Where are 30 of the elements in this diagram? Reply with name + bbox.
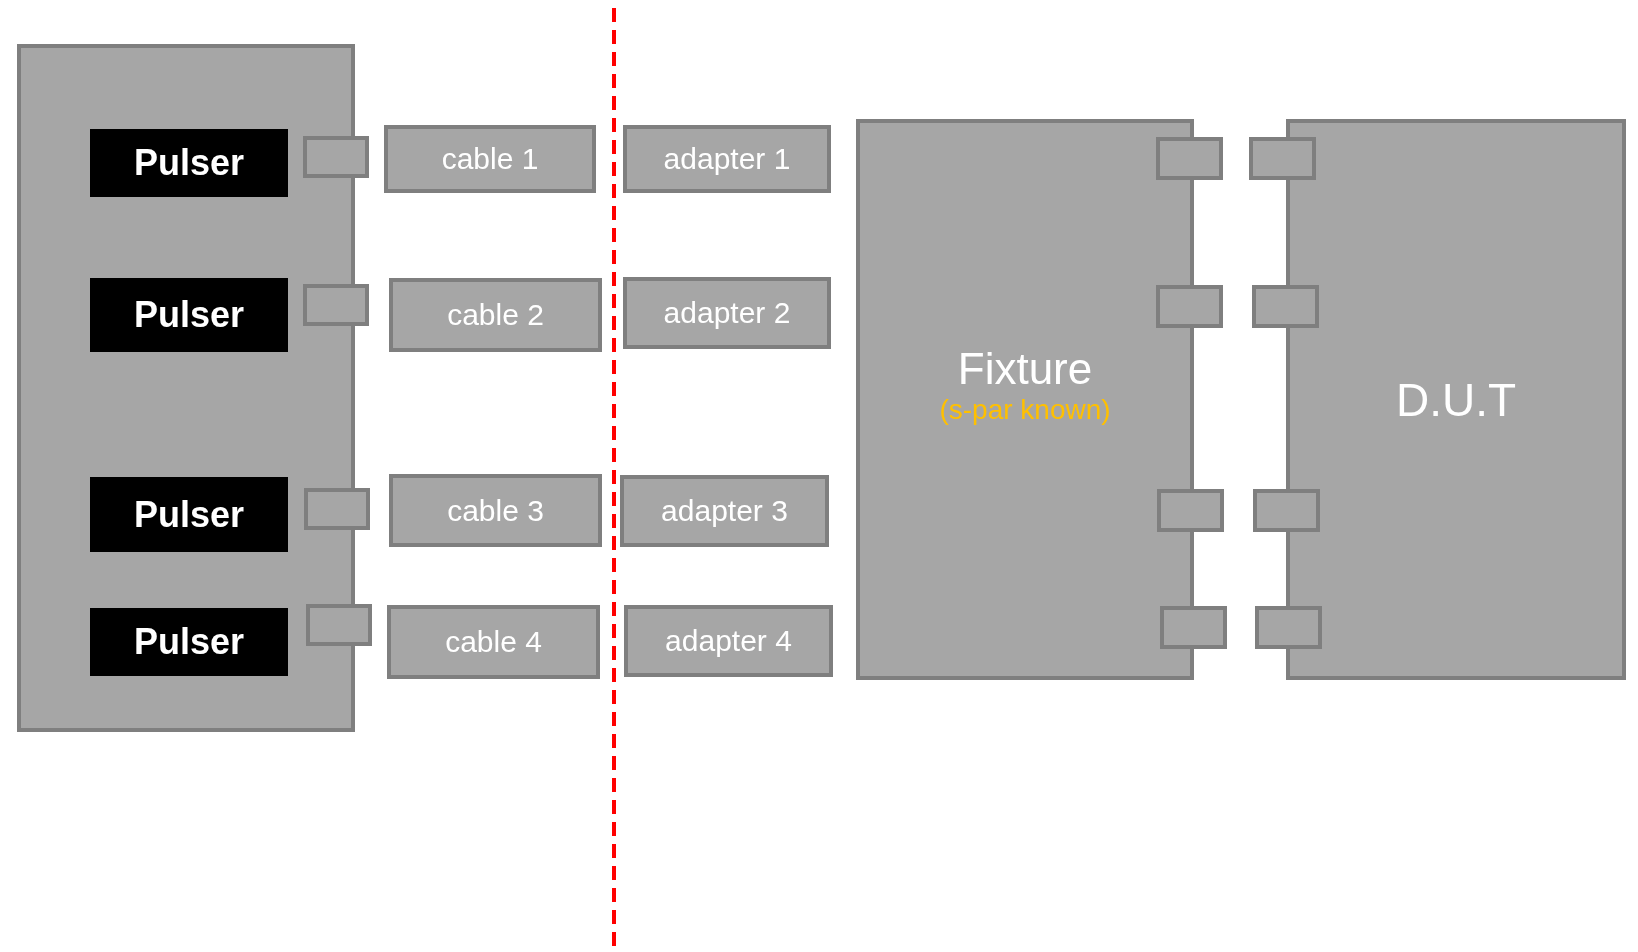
connector-port: [306, 604, 372, 646]
pulser-block: Pulser: [90, 129, 288, 197]
dut-title: D.U.T: [1395, 372, 1517, 427]
fixture-block: [856, 119, 1194, 680]
cable-block: cable 3: [389, 474, 602, 547]
connector-port: [303, 136, 369, 178]
pulser-block: Pulser: [90, 477, 288, 552]
connector-port: [1157, 489, 1224, 532]
connector-port: [303, 284, 369, 326]
pulser-block: Pulser: [90, 278, 288, 352]
connector-port: [1156, 137, 1223, 180]
pulser-block: Pulser: [90, 608, 288, 676]
connector-port: [1255, 606, 1322, 649]
fixture-note: (s-par known): [939, 393, 1111, 426]
instrument-block: [17, 44, 355, 732]
connector-port: [304, 488, 370, 530]
cable-block: cable 1: [384, 125, 596, 193]
cable-block: cable 4: [387, 605, 600, 679]
cable-block: cable 2: [389, 278, 602, 352]
adapter-block: adapter 2: [623, 277, 831, 349]
fixture-title: Fixture: [957, 343, 1093, 394]
adapter-block: adapter 3: [620, 475, 829, 547]
connector-port: [1249, 137, 1316, 180]
connector-port: [1252, 285, 1319, 328]
dut-block: [1286, 119, 1626, 680]
connector-port: [1156, 285, 1223, 328]
connector-port: [1160, 606, 1227, 649]
connector-port: [1253, 489, 1320, 532]
adapter-block: adapter 1: [623, 125, 831, 193]
adapter-block: adapter 4: [624, 605, 833, 677]
